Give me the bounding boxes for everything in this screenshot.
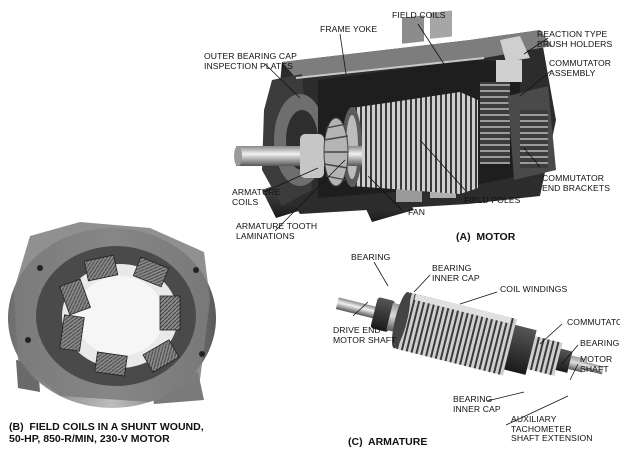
label-coil-windings: COIL WINDINGS xyxy=(500,284,568,294)
caption-field-coils: (B) FIELD COILS IN A SHUNT WOUND, 50-HP,… xyxy=(9,421,204,445)
label-commutator-assembly: COMMUTATOR ASSEMBLY xyxy=(549,58,612,78)
label-field-coils: FIELD COILS xyxy=(392,10,446,20)
armature-leader-lines xyxy=(352,261,579,426)
label-commutator-end-brackets: COMMUTATOR END BRACKETS xyxy=(542,173,611,193)
motor-leader-lines xyxy=(263,23,553,232)
label-armature-tooth-laminations: ARMATURE TOOTH LAMINATIONS xyxy=(236,221,318,241)
label-outer-bearing-cap: OUTER BEARING CAP INSPECTION PLATES xyxy=(204,51,297,71)
caption-motor: (A) MOTOR xyxy=(456,231,516,243)
label-commutator: COMMUTATOR xyxy=(567,317,620,327)
armature-illustration xyxy=(335,291,604,376)
label-bearing-inner-cap-bottom: BEARING INNER CAP xyxy=(453,394,501,414)
label-bearing-right: BEARING xyxy=(580,338,620,348)
field-coils-illustration xyxy=(8,222,216,408)
label-bearing-inner-cap-top: BEARING INNER CAP xyxy=(432,263,480,283)
label-fan: FAN xyxy=(408,207,426,217)
label-motor-shaft: MOTOR SHAFT xyxy=(580,354,613,374)
caption-armature: (C) ARMATURE xyxy=(348,436,428,448)
motor-illustration xyxy=(234,10,556,222)
label-drive-end-shaft: DRIVE END MOTOR SHAFT xyxy=(333,325,397,345)
label-reaction-brush-holders: REACTION TYPE BRUSH HOLDERS xyxy=(537,29,613,49)
label-aux-tach-shaft: AUXILIARY TACHOMETER SHAFT EXTENSION xyxy=(511,414,593,444)
label-frame-yoke: FRAME YOKE xyxy=(320,24,378,34)
label-bearing-top: BEARING xyxy=(351,252,391,262)
label-armature-coils: ARMATURE COILS xyxy=(232,187,281,207)
label-field-poles: FIELD POLES xyxy=(464,195,521,205)
